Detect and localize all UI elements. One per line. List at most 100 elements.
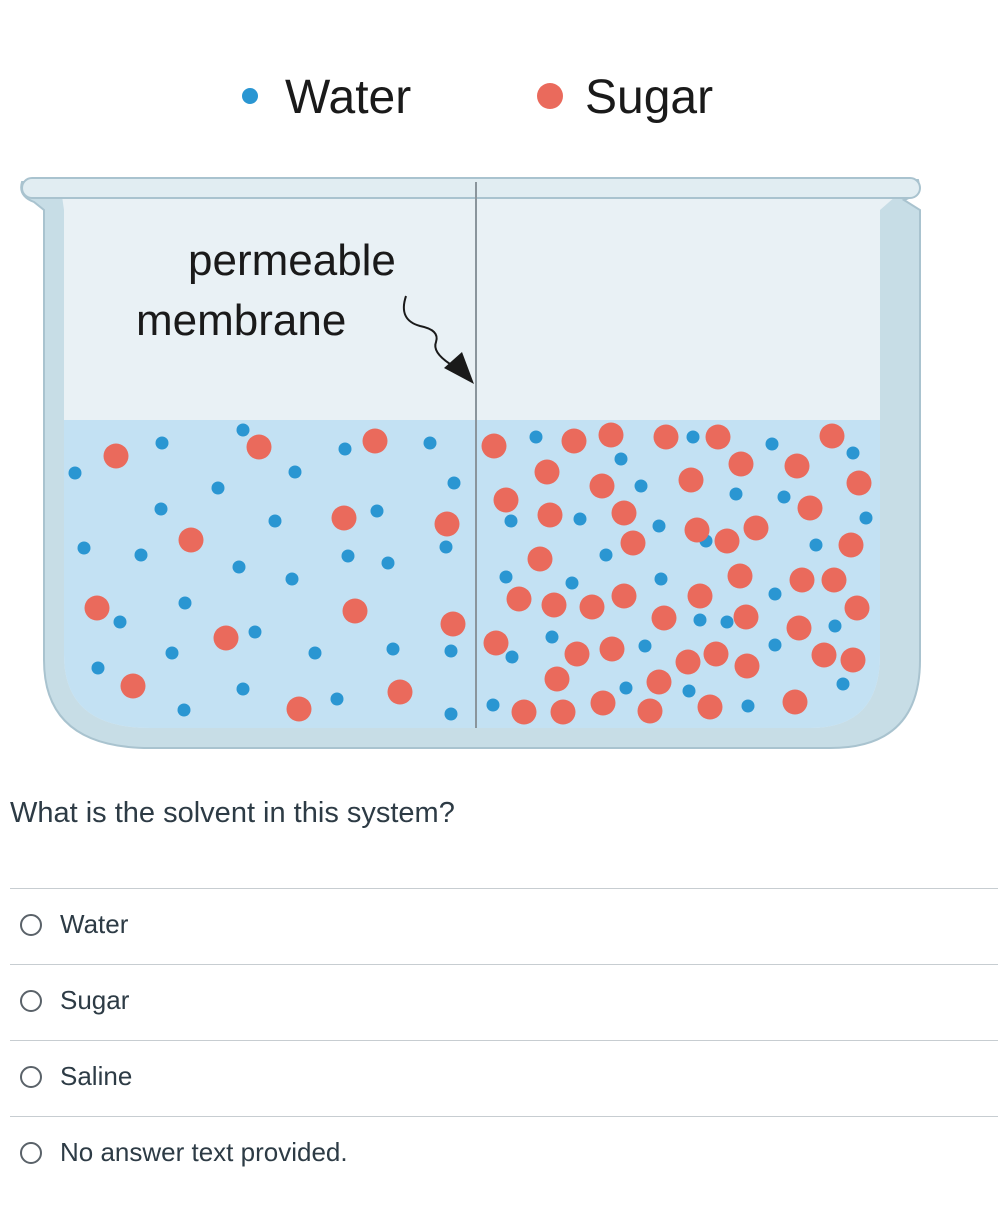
sugar-molecule bbox=[727, 563, 753, 589]
water-molecule bbox=[777, 490, 791, 504]
water-molecule bbox=[177, 703, 191, 717]
membrane-arrow bbox=[402, 295, 451, 365]
sugar-molecule bbox=[646, 669, 672, 695]
sugar-molecule bbox=[286, 696, 312, 722]
particles bbox=[68, 422, 873, 725]
radio-button[interactable] bbox=[20, 1142, 42, 1164]
water-molecule bbox=[91, 661, 105, 675]
sugar-molecule bbox=[331, 505, 357, 531]
sugar-molecule bbox=[620, 530, 646, 556]
answer-option-saline[interactable]: Saline bbox=[10, 1040, 998, 1116]
water-molecule bbox=[565, 576, 579, 590]
answer-label: No answer text provided. bbox=[60, 1137, 348, 1167]
water-molecule bbox=[720, 615, 734, 629]
sugar-molecule bbox=[697, 694, 723, 720]
water-molecule bbox=[486, 698, 500, 712]
sugar-molecule bbox=[653, 424, 679, 450]
sugar-molecule bbox=[342, 598, 368, 624]
sugar-legend-dot bbox=[537, 83, 563, 109]
water-molecule bbox=[370, 504, 384, 518]
water-molecule bbox=[338, 442, 352, 456]
water-molecule bbox=[444, 707, 458, 721]
water-molecule bbox=[765, 437, 779, 451]
sugar-molecule bbox=[705, 424, 731, 450]
radio-button[interactable] bbox=[20, 1066, 42, 1088]
sugar-molecule bbox=[797, 495, 823, 521]
water-molecule bbox=[686, 430, 700, 444]
water-molecule bbox=[652, 519, 666, 533]
sugar-molecule bbox=[544, 666, 570, 692]
water-molecule bbox=[859, 511, 873, 525]
water-molecule bbox=[729, 487, 743, 501]
sugar-molecule bbox=[678, 467, 704, 493]
sugar-molecule bbox=[728, 451, 754, 477]
water-molecule bbox=[178, 596, 192, 610]
water-molecule bbox=[599, 548, 613, 562]
answer-list: Water Sugar Saline No answer text provid… bbox=[10, 888, 998, 1192]
membrane-label-line1: permeable bbox=[188, 236, 396, 285]
water-molecule bbox=[134, 548, 148, 562]
sugar-molecule bbox=[811, 642, 837, 668]
water-molecule bbox=[505, 650, 519, 664]
sugar-molecule bbox=[840, 647, 866, 673]
water-molecule bbox=[165, 646, 179, 660]
water-molecule bbox=[330, 692, 344, 706]
radio-button[interactable] bbox=[20, 990, 42, 1012]
water-molecule bbox=[154, 502, 168, 516]
radio-button[interactable] bbox=[20, 914, 42, 936]
water-molecule bbox=[619, 681, 633, 695]
sugar-molecule bbox=[611, 583, 637, 609]
sugar-molecule bbox=[637, 698, 663, 724]
answer-label: Saline bbox=[60, 1061, 133, 1091]
sugar-molecule bbox=[434, 511, 460, 537]
sugar-molecule bbox=[821, 567, 847, 593]
water-molecule bbox=[236, 682, 250, 696]
water-molecule bbox=[741, 699, 755, 713]
water-molecule bbox=[439, 540, 453, 554]
water-molecule bbox=[236, 423, 250, 437]
sugar-molecule bbox=[506, 586, 532, 612]
sugar-molecule bbox=[103, 443, 129, 469]
water-molecule bbox=[268, 514, 282, 528]
sugar-molecule bbox=[844, 595, 870, 621]
water-molecule bbox=[285, 572, 299, 586]
water-molecule bbox=[288, 465, 302, 479]
water-molecule bbox=[693, 613, 707, 627]
sugar-molecule bbox=[541, 592, 567, 618]
water-molecule bbox=[308, 646, 322, 660]
water-molecule bbox=[381, 556, 395, 570]
sugar-molecule bbox=[550, 699, 576, 725]
sugar-molecule bbox=[786, 615, 812, 641]
answer-option-water[interactable]: Water bbox=[10, 888, 998, 964]
sugar-molecule bbox=[537, 502, 563, 528]
water-molecule bbox=[768, 587, 782, 601]
beaker-rim bbox=[21, 177, 921, 199]
water-molecule bbox=[682, 684, 696, 698]
water-molecule bbox=[809, 538, 823, 552]
answer-option-no-text[interactable]: No answer text provided. bbox=[10, 1116, 998, 1192]
water-molecule bbox=[113, 615, 127, 629]
sugar-molecule bbox=[362, 428, 388, 454]
water-molecule bbox=[634, 479, 648, 493]
water-legend-label: Water bbox=[285, 71, 411, 124]
sugar-molecule bbox=[589, 473, 615, 499]
sugar-molecule bbox=[819, 423, 845, 449]
sugar-molecule bbox=[598, 422, 624, 448]
water-molecule bbox=[444, 644, 458, 658]
water-molecule bbox=[573, 512, 587, 526]
membrane-label-line2: membrane bbox=[136, 296, 346, 345]
membrane-arrowhead-icon bbox=[444, 352, 474, 384]
water-molecule bbox=[846, 446, 860, 460]
sugar-molecule bbox=[84, 595, 110, 621]
water-molecule bbox=[828, 619, 842, 633]
sugar-molecule bbox=[534, 459, 560, 485]
sugar-molecule bbox=[784, 453, 810, 479]
water-molecule bbox=[545, 630, 559, 644]
sugar-molecule bbox=[684, 517, 710, 543]
sugar-molecule bbox=[734, 653, 760, 679]
water-molecule bbox=[654, 572, 668, 586]
sugar-molecule bbox=[838, 532, 864, 558]
water-molecule bbox=[836, 677, 850, 691]
answer-option-sugar[interactable]: Sugar bbox=[10, 964, 998, 1040]
sugar-molecule bbox=[483, 630, 509, 656]
